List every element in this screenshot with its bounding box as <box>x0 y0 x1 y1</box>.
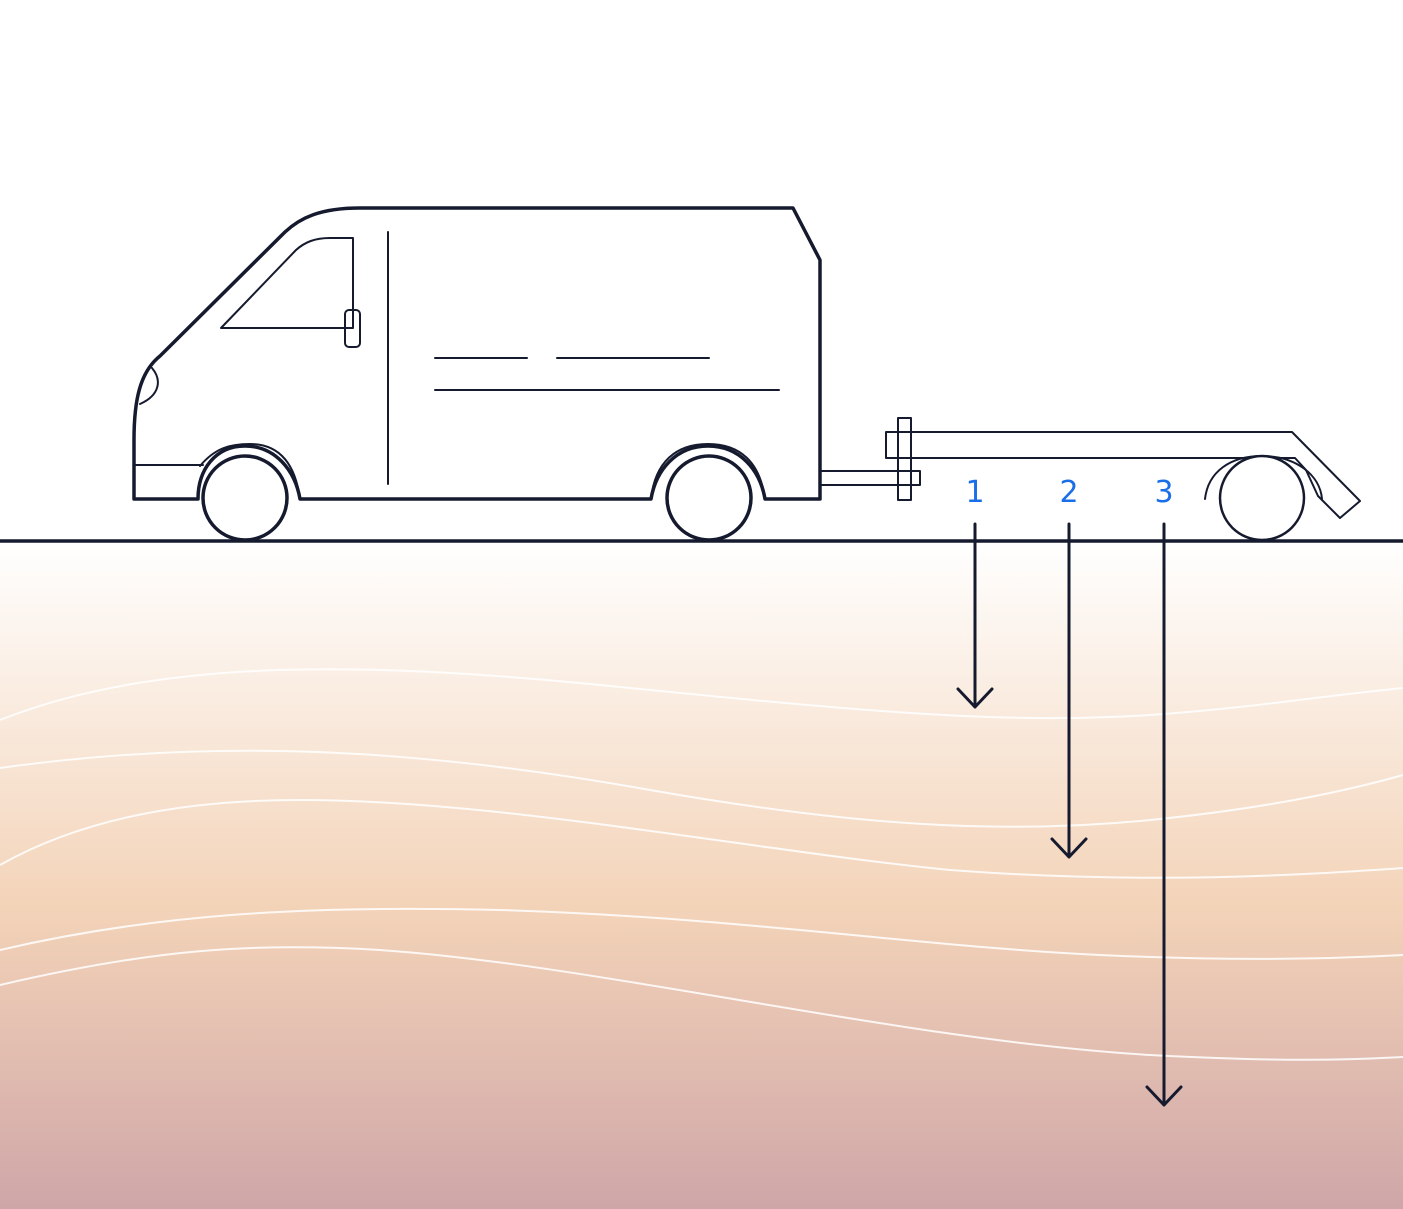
depth-markers: 1 2 3 <box>956 475 1183 1107</box>
depth-label: 3 <box>1154 475 1173 510</box>
radar-trailer <box>885 431 1361 542</box>
depth-arrow <box>1145 522 1183 1107</box>
subsurface-ground <box>0 541 1403 1209</box>
tow-bar <box>819 470 921 486</box>
depth-marker-3: 3 <box>1145 475 1183 1107</box>
rear-wheel <box>665 454 753 542</box>
front-wheel <box>201 454 289 542</box>
soil-layer-line <box>0 907 1403 960</box>
front-wheel-arch <box>199 443 301 500</box>
soil-layer-line <box>0 749 1403 828</box>
side-mirror <box>344 309 361 348</box>
depth-label: 1 <box>965 475 984 510</box>
survey-van <box>132 206 822 542</box>
headlight <box>139 367 159 405</box>
soil-layer-line <box>0 946 1403 1061</box>
depth-marker-1: 1 <box>956 475 994 709</box>
depth-label: 2 <box>1059 475 1078 510</box>
van-windshield <box>220 237 354 329</box>
soil-layer-line <box>0 798 1403 879</box>
depth-arrow <box>956 522 994 709</box>
soil-layer-line <box>0 668 1403 721</box>
depth-marker-2: 2 <box>1050 475 1088 859</box>
rear-wheel-arch <box>650 443 766 500</box>
trailer-platform <box>885 431 1361 519</box>
depth-arrow <box>1050 522 1088 859</box>
soil-gradient <box>0 541 1403 1209</box>
trailer-wheel <box>1218 454 1306 542</box>
van-body <box>132 206 822 501</box>
